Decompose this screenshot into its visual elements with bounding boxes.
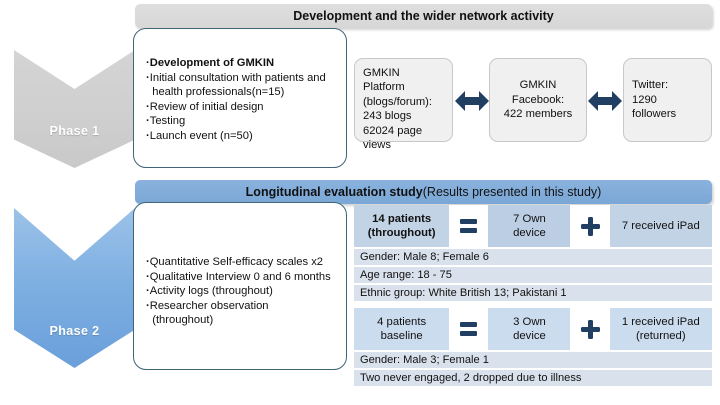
throughout-own-line-1: device (513, 227, 546, 239)
phase-1-activity-item-3: Review of initial design (146, 100, 338, 115)
phase-1-activity-item-2: health professionals(n=15) (152, 86, 285, 99)
throughout-detail-row-2: Ethnic group: White British 13; Pakistan… (354, 285, 712, 301)
phase-1-activity-list: Development of GMKINInitial consultation… (146, 56, 338, 144)
phase-1-activity-item-0: Development of GMKIN (146, 56, 338, 71)
network-box-line-4: views (363, 139, 391, 152)
baseline-detail-row-1: Two never engaged, 2 dropped due to illn… (354, 370, 712, 386)
longitudinal-banner: Longitudinal evaluation study (Results p… (135, 180, 712, 204)
throughout-received-ipad: 7 received iPad (609, 205, 712, 247)
throughout-detail-rows: Gender: Male 8; Female 6 Age range: 18 - … (354, 249, 712, 301)
throughout-cohort-group: 14 patients (throughout) 7 Own device 7 re… (354, 205, 712, 301)
phase-2-method-item-3: Researcher observation (146, 299, 338, 314)
network-box-line-0: Twitter: (632, 79, 669, 92)
throughout-count-line-1: (throughout) (367, 227, 436, 239)
baseline-detail-row-0: Gender: Male 3; Female 1 (354, 352, 712, 368)
throughout-equation-row: 14 patients (throughout) 7 Own device 7 re… (354, 205, 712, 247)
phase-2-chevron: Phase 2 (14, 208, 135, 368)
network-box-line-2: 422 members (503, 108, 573, 121)
plus-icon (570, 308, 610, 350)
baseline-own-device: 3 Own device (488, 308, 571, 350)
phase-2-method-item-4: (throughout) (152, 314, 214, 327)
phase-2-method-item-0: Quantitative Self-efficacy scales x2 (146, 255, 338, 270)
network-box-line-0: GMKIN Platform (363, 67, 405, 94)
baseline-ipad-line-1: (returned) (635, 330, 686, 342)
network-box-line-1: (blogs/forum): (363, 95, 433, 108)
baseline-own-text: 3 Own device (513, 315, 546, 344)
phase-2-method-item-1: Qualitative Interview 0 and 6 months (146, 270, 338, 285)
network-box-line-2: 243 blogs (363, 110, 412, 123)
baseline-own-line-0: 3 Own (513, 315, 546, 328)
development-banner: Development and the wider network activi… (135, 4, 712, 28)
throughout-detail-row-0: Gender: Male 8; Female 6 (354, 249, 712, 265)
throughout-own-text: 7 Own device (513, 212, 546, 241)
baseline-detail-rows: Gender: Male 3; Female 1 Two never engage… (354, 352, 712, 386)
longitudinal-banner-subtitle: (Results presented in this study) (422, 185, 602, 199)
equals-icon (449, 308, 489, 350)
baseline-own-line-1: device (513, 330, 546, 342)
phase-1-activity-item-1: Initial consultation with patients and (146, 71, 338, 86)
network-box-line-2: followers (632, 108, 677, 121)
throughout-ipad-text: 7 received iPad (622, 219, 700, 234)
network-box-line-3: 62024 page (363, 124, 423, 137)
phase-2-label: Phase 2 (49, 324, 100, 338)
network-box-line-1: Facebook: (511, 93, 565, 106)
baseline-received-ipad: 1 received iPad (returned) (609, 308, 712, 350)
phase-2-method-list: Quantitative Self-efficacy scales x2Qual… (146, 255, 338, 328)
phase-1-activity-item-5: Launch event (n=50) (146, 129, 338, 144)
phase-1-activity-item-4: Testing (146, 114, 338, 129)
baseline-count-line-0: 4 patients (377, 315, 427, 328)
double-arrow-icon (455, 91, 489, 111)
twitter-box: Twitter:1290 followers (623, 58, 712, 142)
phase-2-method-item-2: Activity logs (throughout) (146, 284, 338, 299)
baseline-count-line-1: baseline (380, 330, 423, 342)
phase-1-activities-box: Development of GMKINInitial consultation… (133, 28, 347, 168)
throughout-own-line-0: 7 Own (513, 212, 546, 225)
network-box-line-0: GMKIN (519, 79, 557, 92)
phase-1-chevron: Phase 1 (14, 50, 135, 168)
network-box-text: Twitter:1290 followers (632, 78, 676, 121)
phase-1-label: Phase 1 (49, 124, 100, 138)
equals-icon (449, 205, 489, 247)
baseline-ipad-line-0: 1 received iPad (621, 315, 700, 328)
plus-icon (570, 205, 610, 247)
development-banner-title: Development and the wider network activi… (293, 9, 554, 23)
baseline-equation-row: 4 patients baseline 3 Own device 1 receive… (354, 308, 712, 350)
throughout-count-text: 14 patients (throughout) (368, 212, 436, 241)
baseline-ipad-text: 1 received iPad (returned) (622, 315, 700, 344)
baseline-cohort-group: 4 patients baseline 3 Own device 1 receive… (354, 308, 712, 386)
throughout-own-device: 7 Own device (488, 205, 571, 247)
baseline-count-text: 4 patients baseline (377, 315, 426, 344)
phase-2-methods-box: Quantitative Self-efficacy scales x2Qual… (133, 202, 347, 370)
network-box-line-1: 1290 (632, 93, 657, 106)
longitudinal-banner-title: Longitudinal evaluation study (245, 185, 423, 199)
throughout-count-line-0: 14 patients (372, 212, 432, 225)
baseline-patient-count: 4 patients baseline (354, 308, 450, 350)
double-arrow-icon (588, 91, 622, 111)
throughout-patient-count: 14 patients (throughout) (354, 205, 450, 247)
throughout-ipad-line-0: 7 received iPad (621, 219, 700, 232)
throughout-detail-row-1: Age range: 18 - 75 (354, 267, 712, 283)
